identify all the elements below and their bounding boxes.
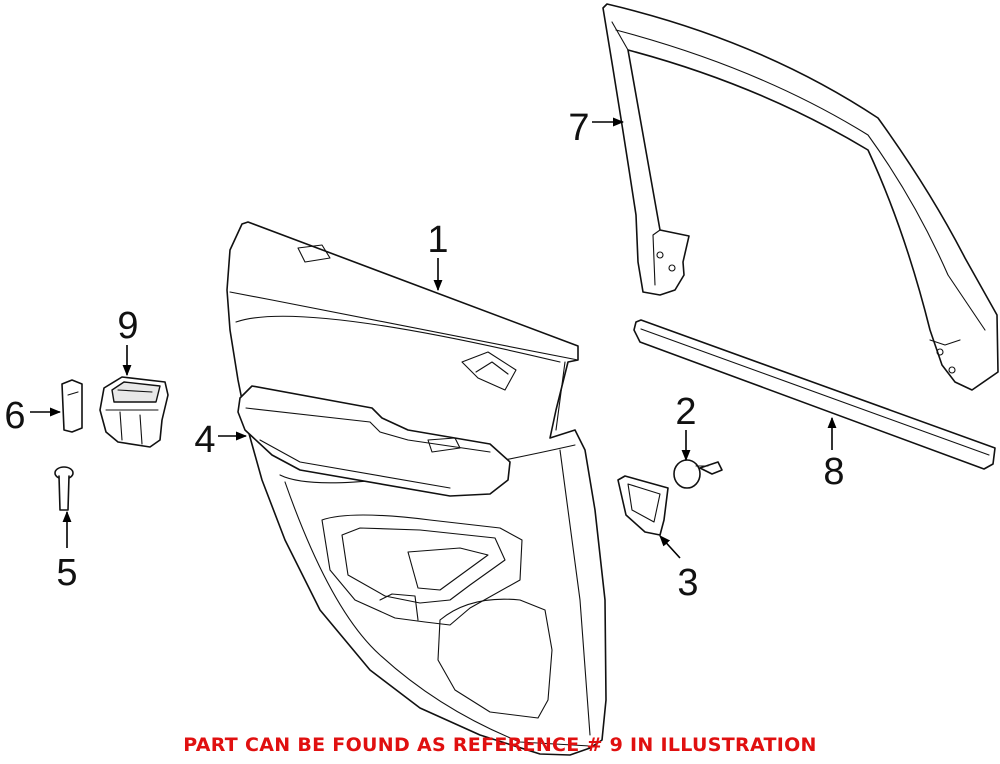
callout-9: 9 [117, 305, 138, 347]
part-3-bezel [617, 475, 669, 536]
part-4-armrest [237, 385, 511, 497]
part-7-glass-run-channel [602, 3, 999, 391]
callout-8: 8 [823, 451, 844, 493]
part-9-window-switch [99, 376, 169, 448]
callout-1: 1 [427, 219, 448, 261]
callout-6: 6 [4, 395, 25, 437]
leader-lines [30, 117, 837, 559]
callouts: 1 2 3 4 5 6 7 8 9 [4, 107, 844, 604]
part-8-belt-weatherstrip [633, 319, 996, 470]
callout-5: 5 [56, 552, 77, 594]
leader-3 [659, 535, 681, 559]
part-5-screw [54, 466, 74, 511]
part-6-clip [61, 379, 83, 433]
reference-note: PART CAN BE FOUND AS REFERENCE # 9 IN IL… [183, 734, 817, 756]
part-2-push-pin [673, 459, 723, 489]
callout-3: 3 [677, 562, 698, 604]
callout-4: 4 [194, 419, 215, 461]
callout-7: 7 [568, 107, 589, 149]
callout-2: 2 [675, 391, 696, 433]
